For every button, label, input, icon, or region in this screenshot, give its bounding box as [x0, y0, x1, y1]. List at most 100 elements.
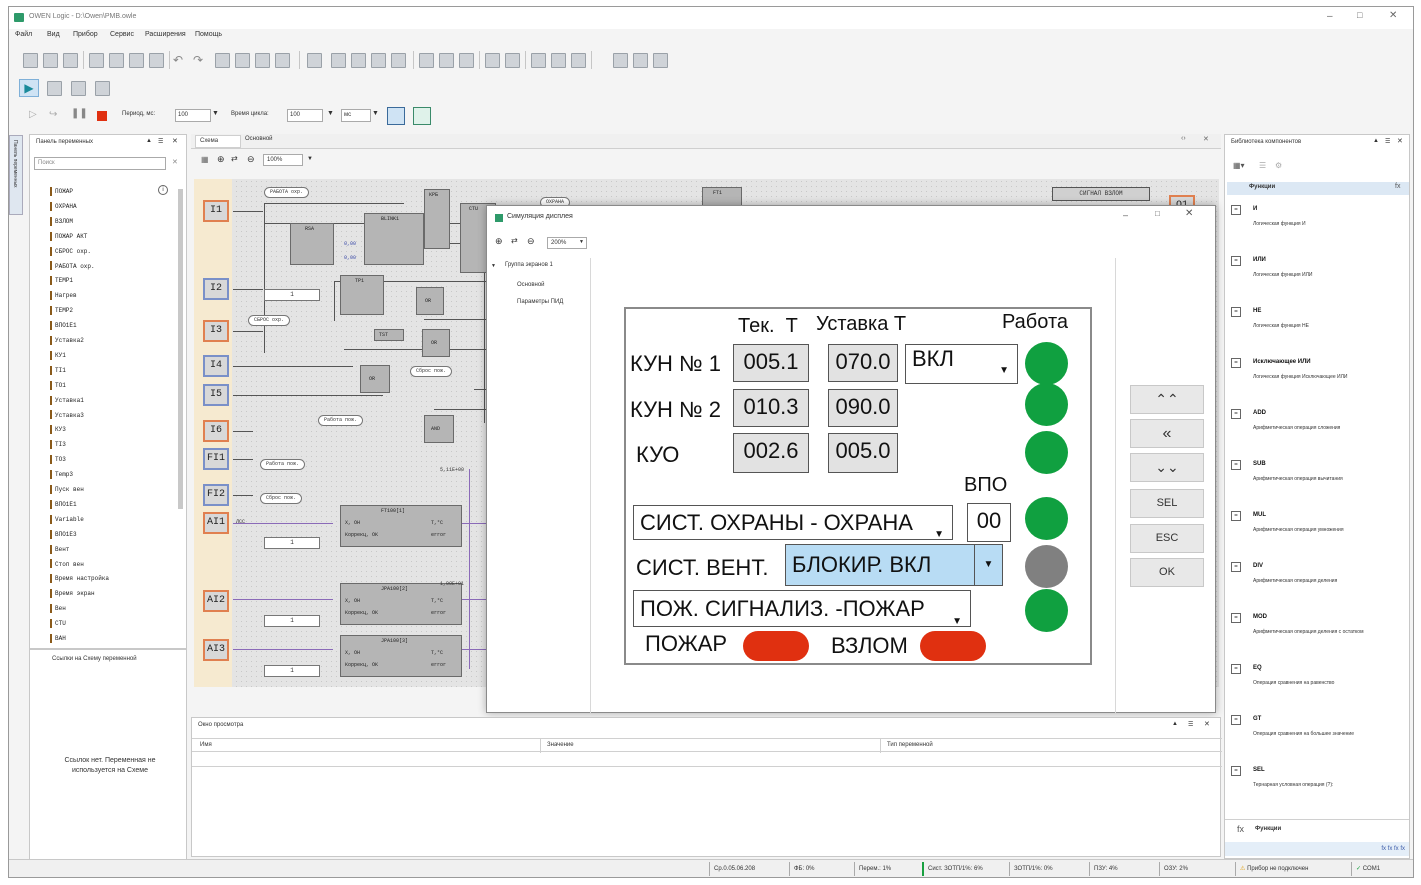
status-port[interactable]: ✓ COM1: [1351, 862, 1409, 876]
menu-view[interactable]: Вид: [47, 31, 60, 38]
fire-select[interactable]: ПОЖ. СИГНАЛИЗ. -ПОЖАР▼: [633, 590, 971, 627]
variable-item[interactable]: Уставка2: [50, 333, 84, 348]
align-bottom-icon[interactable]: [439, 53, 454, 68]
preview-menu-icon[interactable]: ☰: [1188, 722, 1194, 728]
label-reset-fire-2[interactable]: Сброс пож.: [260, 493, 303, 504]
variable-item[interactable]: ОХРАНА: [50, 199, 77, 214]
variable-item[interactable]: СБРОС охр.: [50, 244, 91, 259]
variable-item[interactable]: TEMP2: [50, 303, 73, 318]
variables-scrollbar[interactable]: [178, 189, 183, 509]
sim-zoom-dropdown-icon[interactable]: ▼: [579, 239, 584, 245]
sim-minimize-button[interactable]: –: [1123, 210, 1129, 220]
table-icon[interactable]: [653, 53, 668, 68]
esc-button[interactable]: ESC: [1130, 524, 1204, 553]
vpo-value[interactable]: 00: [967, 503, 1011, 542]
input-AI1[interactable]: AI1: [203, 512, 229, 534]
link-icon[interactable]: [571, 53, 586, 68]
row3-set[interactable]: 005.0: [828, 433, 898, 473]
input-I5[interactable]: I5: [203, 384, 229, 406]
close-button[interactable]: ✕: [1389, 10, 1398, 21]
search-clear-icon[interactable]: ✕: [172, 159, 178, 166]
library-settings-icon[interactable]: ⚙: [1275, 161, 1283, 170]
preview-row[interactable]: [192, 753, 1222, 767]
tabs-scroll-icon[interactable]: ‹›: [1181, 135, 1186, 142]
sim-zoom-out-icon[interactable]: ⊖: [527, 236, 535, 246]
variable-item[interactable]: Нагрев: [50, 288, 77, 303]
variable-item[interactable]: Variable: [50, 512, 84, 527]
pause-icon[interactable]: ❚❚: [71, 108, 88, 119]
cycle-dropdown-icon[interactable]: ▼: [327, 110, 334, 117]
zoom-in-icon[interactable]: ⊕: [217, 154, 225, 164]
variable-item[interactable]: ПОЖАР АКТ: [50, 229, 87, 244]
maximize-button[interactable]: □: [1357, 10, 1363, 20]
start-simulation-icon[interactable]: ▶: [19, 79, 39, 97]
copy-icon[interactable]: [129, 53, 144, 68]
upload-icon[interactable]: [275, 53, 290, 68]
menu-extensions[interactable]: Расширения: [145, 31, 186, 38]
undo-icon[interactable]: ↶: [173, 53, 184, 67]
connect-icon[interactable]: [531, 53, 546, 68]
display-sim-icon[interactable]: [387, 107, 405, 125]
col-name[interactable]: Имя: [200, 742, 212, 748]
period-input[interactable]: 100: [175, 109, 211, 122]
library-list-icon[interactable]: ☰: [1259, 161, 1267, 170]
export-icon[interactable]: [413, 107, 431, 125]
ok-button[interactable]: OK: [1130, 558, 1204, 587]
block-krb[interactable]: КРБ: [424, 189, 450, 249]
library-section-header[interactable]: Функции fx: [1227, 182, 1409, 195]
tab-schema[interactable]: Схема: [195, 135, 241, 148]
tree-group[interactable]: Группа экранов 1: [505, 262, 553, 268]
step-icon[interactable]: ↪: [49, 109, 58, 120]
input-AI3[interactable]: AI3: [203, 639, 229, 661]
block-or-3[interactable]: OR: [360, 365, 390, 393]
library-pin-icon[interactable]: ▲: [1373, 138, 1379, 144]
footer-label[interactable]: Функции: [1255, 826, 1282, 832]
minimize-button[interactable]: –: [1327, 11, 1333, 22]
label-alarm-break[interactable]: СИГНАЛ ВЗЛОМ: [1052, 187, 1150, 201]
block-or-2[interactable]: OR: [422, 329, 450, 357]
variable-item[interactable]: CTU: [50, 616, 66, 631]
row1-mode-select[interactable]: ВКЛ▼: [905, 344, 1018, 384]
variable-item[interactable]: TEMP1: [50, 273, 73, 288]
sim-zoom-in-icon[interactable]: ⊕: [495, 236, 503, 246]
tree-expand-icon[interactable]: ▼: [491, 263, 496, 269]
redo-icon[interactable]: ↷: [193, 53, 204, 67]
col-type[interactable]: Тип переменной: [880, 739, 933, 753]
block-or-1[interactable]: OR: [416, 287, 444, 315]
input-I1[interactable]: I1: [203, 200, 229, 222]
variable-item[interactable]: TO3: [50, 452, 66, 467]
variable-item[interactable]: ВПО1Е1: [50, 497, 77, 512]
compile-icon[interactable]: [215, 53, 230, 68]
variable-item[interactable]: РАБОТА охр.: [50, 259, 95, 274]
nav-up-fast-button[interactable]: ⌃⌃: [1130, 385, 1204, 414]
device-info-icon[interactable]: [255, 53, 270, 68]
info-icon[interactable]: i: [158, 185, 168, 195]
block-tst[interactable]: TST: [374, 329, 404, 341]
cycle-unit[interactable]: мс: [341, 109, 371, 122]
cut-icon[interactable]: [109, 53, 124, 68]
variable-item[interactable]: Уставка1: [50, 393, 84, 408]
input-I4[interactable]: I4: [203, 355, 229, 377]
display-icon[interactable]: [95, 81, 110, 96]
variable-item[interactable]: КУ1: [50, 348, 66, 363]
row2-set[interactable]: 090.0: [828, 389, 898, 427]
variable-item[interactable]: Пуск вен: [50, 482, 84, 497]
variable-item[interactable]: ВАН: [50, 631, 66, 644]
panel-menu-icon[interactable]: ☰: [158, 139, 164, 145]
variable-item[interactable]: Уставка3: [50, 408, 84, 423]
nav-down-fast-button[interactable]: ⌄⌄: [1130, 453, 1204, 482]
variable-item[interactable]: TO1: [50, 378, 66, 393]
const-0-b[interactable]: 1: [264, 615, 320, 627]
sel-button[interactable]: SEL: [1130, 489, 1204, 518]
grid-toggle-icon[interactable]: ▦: [201, 155, 209, 164]
unit-dropdown-icon[interactable]: ▼: [372, 110, 379, 117]
input-I3[interactable]: I3: [203, 320, 229, 342]
input-I2[interactable]: I2: [203, 278, 229, 300]
